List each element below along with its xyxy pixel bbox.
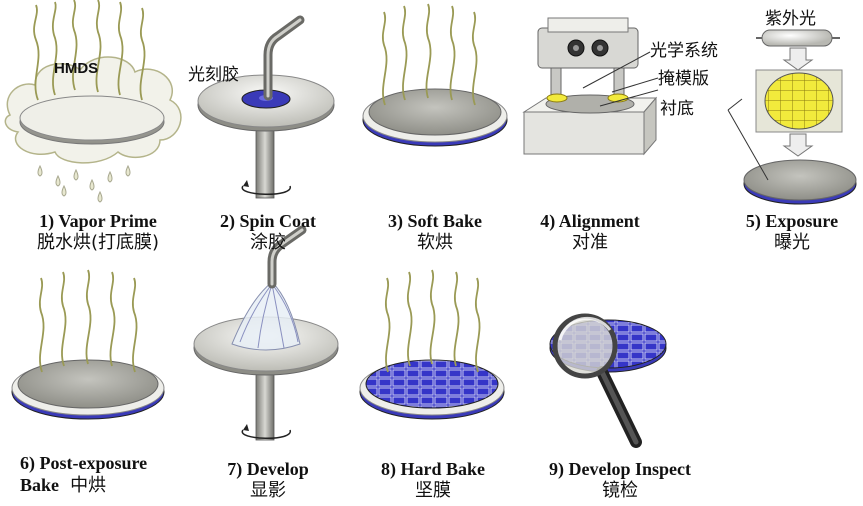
step4-alignment-figure <box>522 17 659 156</box>
step-caption-6: 6) Post-exposure Bake 中烘 <box>6 452 186 497</box>
step-caption-3: 3) Soft Bake 软烘 <box>360 210 510 254</box>
step-caption-en: 1) Vapor Prime <box>39 211 157 231</box>
step-caption-en: 2) Spin Coat <box>219 211 317 231</box>
step-caption-5: 5) Exposure 曝光 <box>722 210 862 254</box>
hmds-label: HMDS <box>54 60 99 77</box>
step-caption-en2: Bake <box>20 475 60 495</box>
step-caption-zh: 对准 <box>572 232 608 253</box>
step-caption-7: 7) Develop 显影 <box>198 458 338 502</box>
step-caption-1: 1) Vapor Prime 脱水烘(打底膜) <box>8 210 188 254</box>
step5-exposure-figure <box>727 29 857 205</box>
step-caption-en: 7) Develop <box>227 459 309 479</box>
step-caption-en: 5) Exposure <box>745 211 839 231</box>
step-caption-4: 4) Alignment 对准 <box>515 210 665 254</box>
step-caption-8: 8) Hard Bake 坚膜 <box>358 458 508 502</box>
step-caption-zh: 涂胶 <box>250 232 286 253</box>
optical-system-label: 光学系统 <box>650 41 718 61</box>
step8-hard-bake-figure <box>359 269 505 420</box>
substrate-label: 衬底 <box>660 99 694 119</box>
step-caption-line2: Bake 中烘 <box>6 474 186 497</box>
step-caption-9: 9) Develop Inspect 镜检 <box>520 458 720 502</box>
mask-label: 掩模版 <box>658 69 709 89</box>
step-caption-en: 6) Post-exposure <box>20 453 148 473</box>
step-caption-zh: 软烘 <box>417 232 453 253</box>
step-caption-2: 2) Spin Coat 涂胶 <box>198 210 338 254</box>
step-caption-en: 8) Hard Bake <box>380 459 485 479</box>
step2-spin-coat-figure <box>197 15 335 199</box>
step-caption-zh: 坚膜 <box>415 480 451 501</box>
photoresist-label: 光刻胶 <box>188 65 239 85</box>
step-caption-zh: 曝光 <box>774 232 810 253</box>
step-caption-en: 9) Develop Inspect <box>549 459 691 479</box>
step7-develop-figure <box>193 225 339 441</box>
step6-post-exposure-bake-figure <box>11 269 165 420</box>
step-caption-en: 3) Soft Bake <box>388 211 482 231</box>
step-caption-zh: 中烘 <box>70 475 107 496</box>
step-caption-zh: 脱水烘(打底膜) <box>36 232 160 253</box>
step-caption-en: 4) Alignment <box>540 211 640 231</box>
step1-vapor-prime-figure <box>4 0 182 203</box>
uv-light-label: 紫外光 <box>765 9 816 29</box>
step-caption-zh: 镜检 <box>602 480 638 501</box>
step3-soft-bake-figure <box>362 3 508 147</box>
step-caption-zh: 显影 <box>250 480 286 501</box>
step9-develop-inspect-figure <box>549 313 667 448</box>
